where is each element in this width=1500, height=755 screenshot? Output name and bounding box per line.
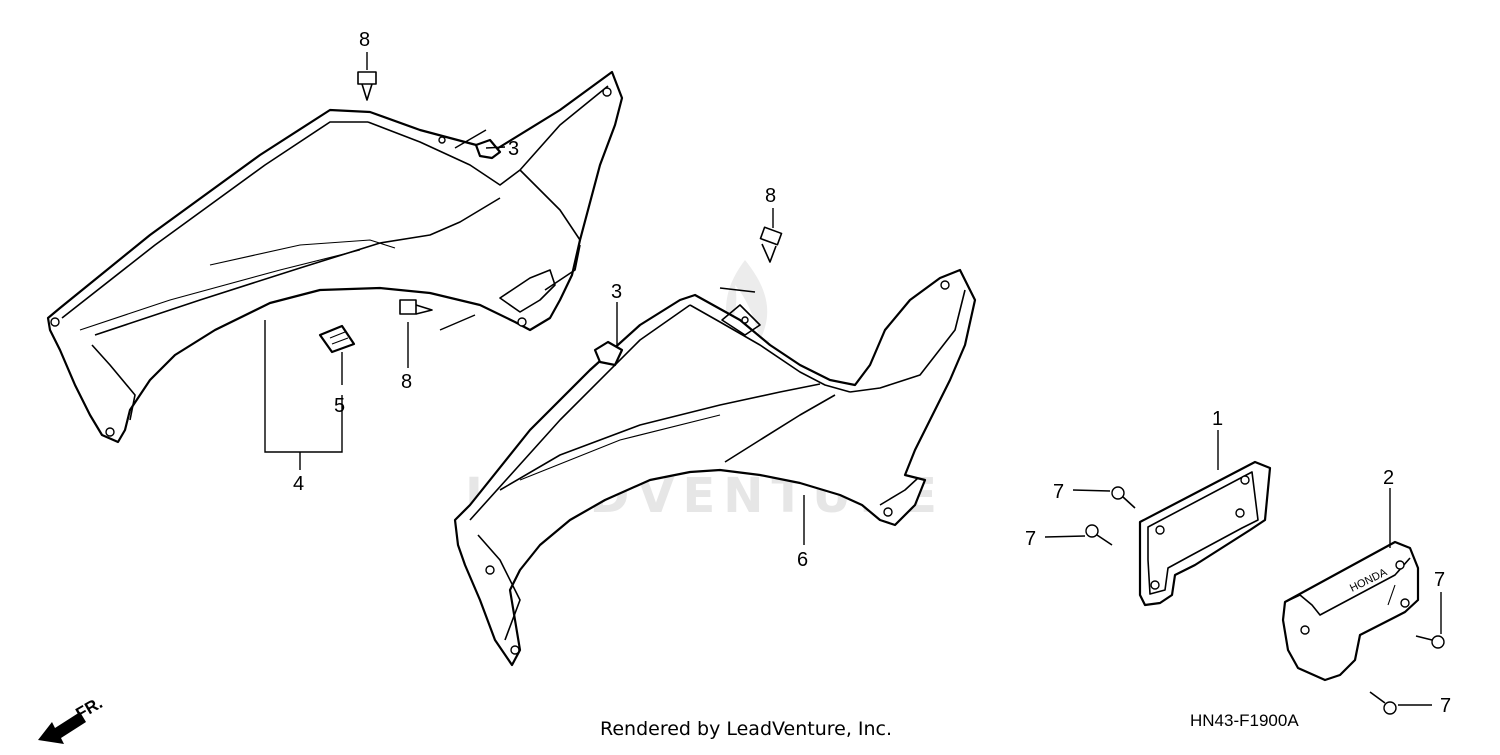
callout-label: 8 xyxy=(359,29,370,51)
mount-hole xyxy=(1400,598,1410,608)
mount-hole xyxy=(1150,580,1160,590)
mount-hole xyxy=(741,316,749,324)
push-rivet xyxy=(399,299,433,315)
plate xyxy=(1138,460,1272,607)
front-arrow-icon xyxy=(38,712,86,744)
callouts: 8 3 8 5 4 8 3 6 1 2 7 7 7 7 xyxy=(293,29,1451,717)
screw xyxy=(1085,524,1113,546)
mount-hole xyxy=(1235,508,1245,518)
callout-label: 8 xyxy=(401,371,412,393)
left-side-cover xyxy=(46,70,624,444)
screw xyxy=(1415,635,1445,649)
callout-label: 1 xyxy=(1212,408,1223,430)
callout-label: 6 xyxy=(797,549,808,571)
mount-hole xyxy=(883,507,893,517)
mount-hole xyxy=(1240,475,1250,485)
honda-emblem-cover: HONDA xyxy=(1281,540,1420,682)
callout-label: 7 xyxy=(1440,695,1451,717)
mount-hole xyxy=(105,427,115,437)
mount-hole xyxy=(1300,625,1310,635)
callout-label: 3 xyxy=(611,281,622,303)
mount-hole xyxy=(1395,560,1405,570)
callout-label: 7 xyxy=(1434,569,1445,591)
screw xyxy=(1111,486,1136,509)
push-rivet xyxy=(759,226,783,263)
mount-hole xyxy=(517,317,527,327)
mount-hole xyxy=(602,87,612,97)
mount-hole xyxy=(510,645,520,655)
callout-label: 7 xyxy=(1053,481,1064,503)
diagram-code: HN43-F1900A xyxy=(1190,711,1299,730)
callout-label: 7 xyxy=(1025,528,1036,550)
mount-hole xyxy=(438,136,446,144)
screw xyxy=(1369,691,1397,715)
front-direction-indicator: FR. xyxy=(38,693,106,744)
callout-label: 4 xyxy=(293,473,304,495)
push-rivet xyxy=(357,71,377,101)
clip xyxy=(593,340,624,367)
foam-pad xyxy=(318,324,356,354)
clip xyxy=(474,138,502,160)
mount-hole xyxy=(50,317,60,327)
mount-hole xyxy=(940,280,950,290)
callout-label: 5 xyxy=(334,395,345,417)
mount-hole xyxy=(485,565,495,575)
right-side-cover xyxy=(453,268,977,667)
render-credit: Rendered by LeadVenture, Inc. xyxy=(600,718,893,740)
callout-label: 8 xyxy=(765,185,776,207)
leader-lines xyxy=(264,52,1442,706)
callout-label: 3 xyxy=(508,138,519,160)
callout-label: 2 xyxy=(1383,467,1394,489)
mount-hole xyxy=(1155,525,1165,535)
